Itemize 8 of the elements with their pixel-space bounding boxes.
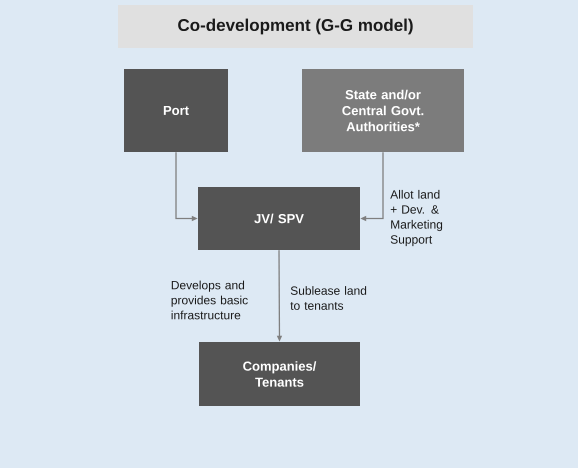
process-box: Companies/ Tenants: [199, 342, 360, 406]
edge-label: Sublease land to tenants: [290, 286, 366, 310]
edge-label: Allot land + Dev. & Marketing Support: [390, 190, 442, 246]
process-box: State and/or Central Govt. Authorities*: [302, 69, 464, 152]
title-banner: Co-development (G-G model): [118, 5, 473, 48]
process-box: JV/ SPV: [198, 187, 360, 250]
annotation-text: Develops and provides basic infrastructure: [172, 280, 248, 320]
process-box: Port: [124, 69, 228, 152]
